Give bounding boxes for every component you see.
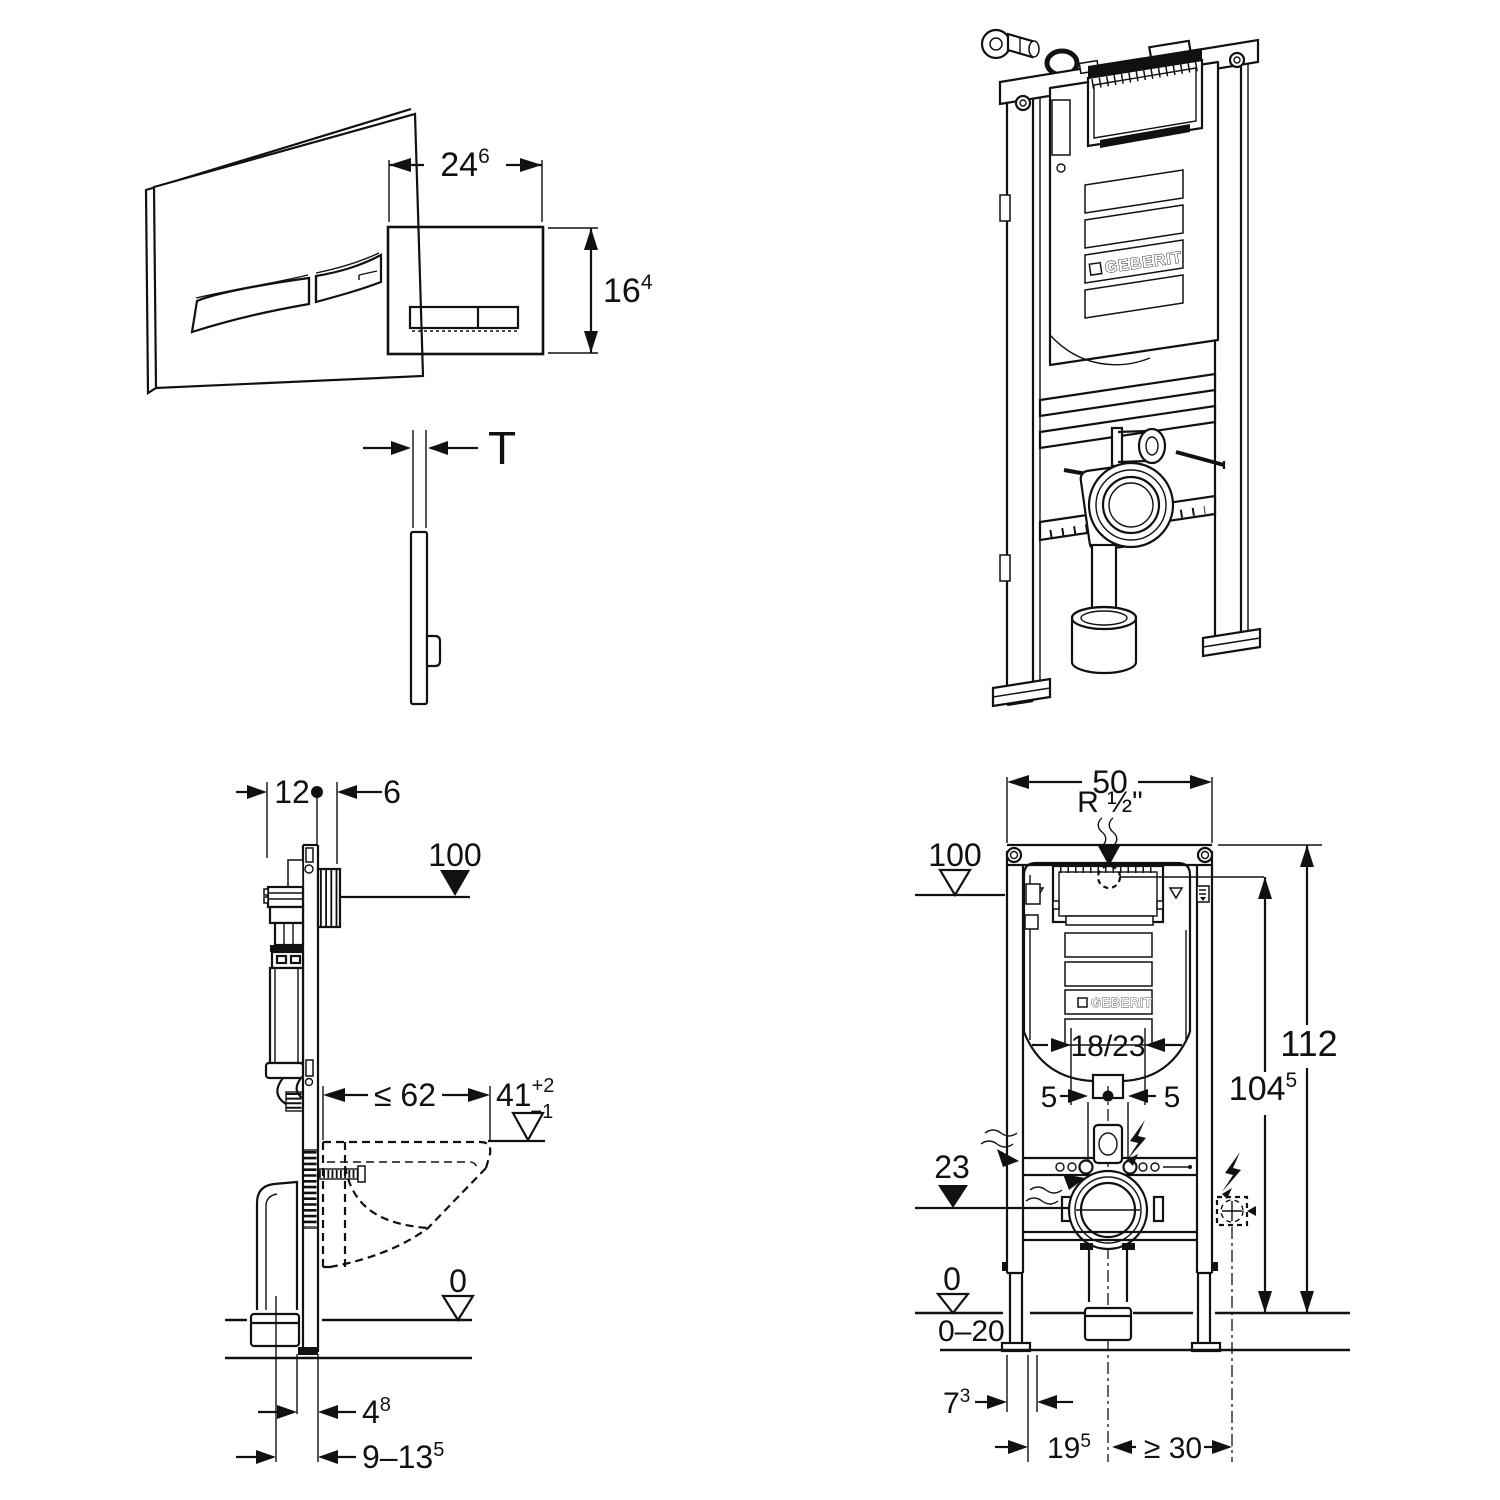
level-0-side: 0: [441, 1263, 475, 1323]
level-41: 41+2−1: [488, 1075, 554, 1143]
dim-73-label: 73: [943, 1386, 970, 1420]
dim-socket-offset: ≥ 30: [1112, 1432, 1232, 1465]
dim-height-104: 1045: [1229, 877, 1297, 1313]
frame-front-view: 50 R ½": [915, 764, 1350, 1465]
dim-depth-range: 9–135: [236, 1439, 444, 1475]
crossbar-fixings: [1023, 1123, 1197, 1177]
drain-outlet-circle: [1023, 1169, 1197, 1251]
frame-feet: [991, 627, 1262, 708]
dim-height-112: 112: [1218, 844, 1338, 1313]
geberit-logo-front: GEBERIT: [1077, 995, 1152, 1010]
plate-housing: [316, 867, 342, 929]
dim-flush-offsets: 18/23: [1032, 1028, 1182, 1105]
water-flow-icon-outer: [980, 1129, 1019, 1167]
dim-30-label: ≥ 30: [1144, 1432, 1202, 1465]
right-rail: [1213, 43, 1249, 654]
dim-913-label: 9–135: [362, 1439, 444, 1475]
dim-6-label: 6: [383, 774, 401, 810]
dim-5-right-label: 5: [1164, 1081, 1181, 1114]
dim-62-label: ≤ 62: [374, 1077, 436, 1113]
dim-1823-label: 18/23: [1070, 1030, 1145, 1063]
level-0-front-label: 0: [943, 1261, 961, 1297]
dim-wall-gap: 48: [258, 1296, 391, 1462]
drain-lower: [1083, 1248, 1133, 1342]
floor-range-label: 0–20: [938, 1315, 1005, 1348]
dim-outlet-offset: 195: [995, 1431, 1091, 1465]
left-rail: [999, 77, 1041, 707]
perspective-plate: [144, 107, 425, 395]
water-supply: R ½": [1077, 786, 1264, 890]
front-plate: [386, 225, 545, 356]
dim-plate-height: 164: [548, 227, 653, 354]
thickness-view: T: [363, 422, 516, 706]
level-100-side: 100: [340, 837, 482, 899]
dim-foot-offset: 73: [943, 1355, 1073, 1462]
frame-isometric-view: GEBERIT: [980, 28, 1262, 708]
cistern: GEBERIT: [1048, 48, 1220, 367]
svg-text:GEBERIT: GEBERIT: [1091, 995, 1152, 1010]
dim-bolt-spacing: 5 5: [1041, 1081, 1181, 1160]
dim-5-left-label: 5: [1041, 1081, 1058, 1114]
electrical-outlet: [1215, 1152, 1256, 1462]
level-23: 23: [915, 1149, 1068, 1210]
dim-104-label: 1045: [1229, 1069, 1297, 1108]
frame-side-view: 12 6 100: [225, 774, 554, 1475]
cistern-front: GEBERIT: [1022, 861, 1210, 1100]
water-valve: [980, 28, 1040, 60]
fixing-rod: [317, 1165, 366, 1183]
level-mark-icon: [1196, 885, 1210, 903]
floor-lines-side: [225, 1318, 472, 1360]
level-0-front: 0: [935, 1261, 971, 1315]
drain-pipe: [1090, 543, 1118, 617]
level-0-label: 0: [449, 1263, 467, 1299]
plate-button-profile: [425, 634, 442, 668]
dim-plate-height-label: 164: [603, 271, 653, 310]
dim-plate-width-label: 246: [440, 145, 490, 184]
dim-112-label: 112: [1280, 1023, 1337, 1064]
supply-label: R ½": [1077, 786, 1143, 819]
dim-195-label: 195: [1047, 1431, 1091, 1465]
dim-thickness-label: T: [488, 422, 516, 474]
dim-plate-width: 246: [388, 145, 543, 222]
level-100-front: 100: [915, 837, 1005, 898]
lightning-icon-inner: [1127, 1120, 1146, 1166]
cistern-profile: [263, 859, 305, 1080]
drain-socket: [1070, 605, 1138, 675]
flush-bend: [276, 1077, 319, 1229]
dim-width-50: 50: [1006, 764, 1213, 843]
flush-plate-views: 246 164 T: [144, 107, 653, 706]
toilet-bowl-outline: [321, 1140, 492, 1269]
floor-lines-front: 0–20: [915, 1311, 1350, 1352]
outlet-stub: [1110, 426, 1167, 468]
dim-12-label: 12: [274, 774, 310, 810]
dim-offsets: 12 6: [236, 774, 401, 864]
level-23-label: 23: [934, 1149, 970, 1185]
water-flow-icon-inner: [1025, 1174, 1085, 1205]
level-100-front-label: 100: [928, 837, 981, 873]
drain-elbow: [249, 1180, 301, 1348]
dim-48-label: 48: [362, 1394, 391, 1430]
dim-50-label: 50: [1092, 764, 1128, 800]
dim-max-depth: ≤ 62: [322, 1077, 491, 1140]
flush-connector: [1079, 461, 1175, 552]
level-100-label: 100: [428, 837, 481, 873]
